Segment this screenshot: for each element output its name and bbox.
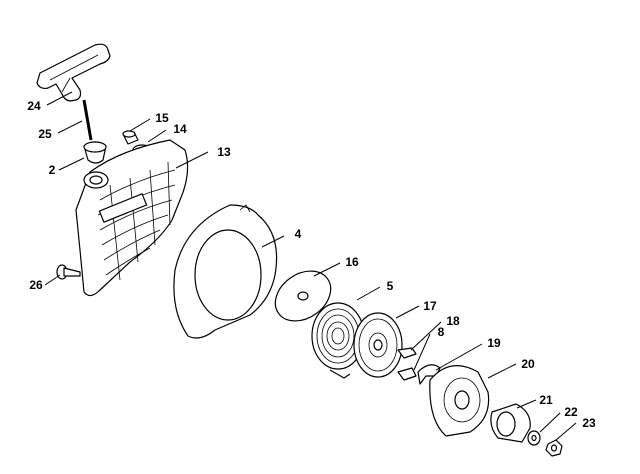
part-18-pawl [397, 347, 417, 359]
callout-24: 24 [27, 99, 41, 113]
part-22-washer [527, 430, 541, 446]
callout-5: 5 [387, 279, 394, 293]
part-13-fan-housing [75, 139, 189, 297]
callout-22: 22 [564, 405, 578, 419]
callout-2: 2 [49, 163, 56, 177]
part-25-starter-rope [82, 99, 93, 141]
part-16-disc [274, 270, 332, 322]
part-4-cover [173, 204, 278, 339]
part-21-hub [490, 403, 531, 443]
leader-lines [44, 91, 577, 441]
callout-16: 16 [345, 255, 359, 269]
part-5-rewind-spring [311, 302, 365, 379]
part-19-spring-clip [417, 364, 441, 385]
callout-4: 4 [295, 227, 302, 241]
part-8-pawl [397, 367, 417, 381]
part-24-starter-grip [36, 43, 111, 102]
part-20-starter-cup [429, 365, 490, 437]
part-15-small-bush [122, 130, 139, 145]
part-26-screw [56, 264, 81, 280]
callout-13: 13 [217, 145, 231, 159]
callout-23: 23 [582, 416, 596, 430]
part-23-nut [545, 439, 563, 457]
callout-labels: 24 25 2 15 14 13 4 16 26 5 17 18 8 19 20… [27, 99, 596, 430]
part-17-rope-rotor [353, 312, 403, 378]
callout-26: 26 [29, 278, 43, 292]
callout-19: 19 [487, 336, 501, 350]
callout-15: 15 [155, 111, 169, 125]
callout-14: 14 [173, 122, 187, 136]
callout-25: 25 [38, 127, 52, 141]
callout-20: 20 [521, 357, 535, 371]
callout-8: 8 [438, 325, 445, 339]
callout-18: 18 [446, 314, 460, 328]
callout-17: 17 [423, 299, 437, 313]
callout-21: 21 [539, 393, 553, 407]
part-2-rope-guide-bushing [83, 141, 107, 164]
